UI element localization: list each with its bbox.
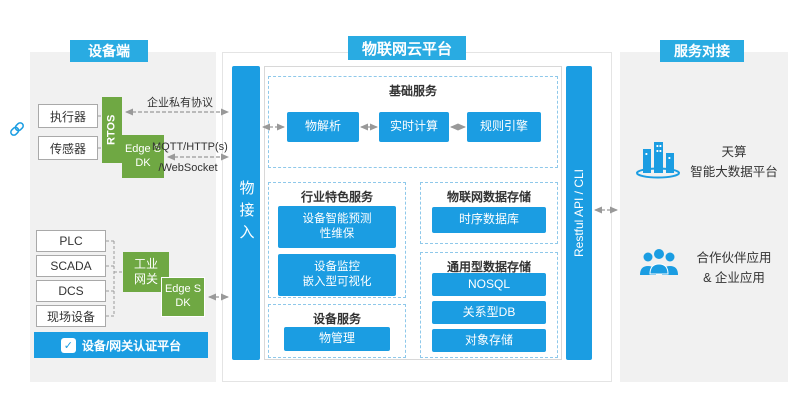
- dcs-label: DCS: [58, 284, 84, 298]
- sensor-box: 传感器: [38, 136, 98, 160]
- industrial-gateway-label: 工业网关: [133, 257, 158, 286]
- industry-services-title: 行业特色服务: [300, 190, 373, 204]
- partner-apps-label: 合作伙伴应用 & 企业应用: [696, 251, 772, 285]
- predictive-maintenance-box: 设备智能预测 性维保: [278, 206, 396, 248]
- object-storage-box: 对象存储: [432, 329, 546, 352]
- field-device-box: 现场设备: [36, 305, 106, 327]
- device-monitoring-label: 设备监控 嵌入型可视化: [302, 261, 372, 288]
- header-service-integration-label: 服务对接: [674, 43, 730, 59]
- scada-label: SCADA: [50, 259, 92, 273]
- thing-parsing-label: 物解析: [304, 119, 341, 134]
- realtime-computing-box: 实时计算: [379, 112, 449, 142]
- websocket-label: /WebSocket: [158, 162, 218, 174]
- edge-sdk-bottom-box: Edge SDK: [161, 277, 205, 317]
- realtime-computing-label: 实时计算: [389, 119, 438, 134]
- restful-api-label: Restful API / CLI: [572, 168, 587, 258]
- object-storage-label: 对象存储: [464, 332, 513, 347]
- sensor-label: 传感器: [49, 141, 86, 156]
- rtos-label: RTOS: [105, 114, 118, 146]
- plc-label: PLC: [59, 234, 83, 248]
- edge-sdk-bottom-label: Edge SDK: [164, 283, 202, 309]
- thing-parsing-box: 物解析: [287, 112, 359, 142]
- service-panel: [620, 52, 788, 382]
- header-device-side-label: 设备端: [88, 43, 130, 59]
- rules-engine-box: 规则引擎: [467, 112, 541, 142]
- scada-box: SCADA: [36, 255, 106, 277]
- bigdata-platform-label: 天算 智能大数据平台: [690, 145, 778, 179]
- rules-engine-label: 规则引擎: [479, 119, 528, 134]
- thing-management-label: 物管理: [318, 331, 355, 346]
- iot-storage-title: 物联网数据存储: [446, 190, 531, 204]
- check-badge-icon: ✓: [60, 337, 76, 353]
- header-iot-platform: 物联网云平台: [348, 36, 466, 60]
- thing-management-box: 物管理: [284, 327, 390, 351]
- edge-sdk-top-box: Edge SDK: [122, 135, 164, 178]
- actuator-box: 执行器: [38, 104, 98, 128]
- predictive-maintenance-label: 设备智能预测 性维保: [302, 213, 372, 240]
- relational-db-box: 关系型DB: [432, 301, 546, 324]
- private-protocol-label: 企业私有协议: [147, 97, 213, 109]
- header-service-integration: 服务对接: [660, 40, 744, 62]
- general-storage-title: 通用型数据存储: [446, 260, 531, 274]
- rtos-box: RTOS: [102, 97, 122, 163]
- nosql-label: NOSQL: [467, 276, 510, 291]
- mqtt-label: MQTT/HTTP(s): [152, 141, 228, 153]
- timeseries-db-box: 时序数据库: [432, 207, 546, 233]
- thing-access-bar: 物接入: [232, 66, 260, 360]
- timeseries-db-label: 时序数据库: [458, 212, 519, 227]
- actuator-label: 执行器: [49, 109, 86, 124]
- auth-platform-label: 设备/网关认证平台: [81, 338, 182, 353]
- device-monitoring-box: 设备监控 嵌入型可视化: [278, 254, 396, 296]
- thing-access-label: 物接入: [237, 180, 255, 246]
- auth-platform-bar: ✓ 设备/网关认证平台: [34, 332, 208, 358]
- restful-api-bar: Restful API / CLI: [566, 66, 592, 360]
- device-services-title: 设备服务: [312, 312, 361, 326]
- header-device-side: 设备端: [70, 40, 148, 62]
- field-device-label: 现场设备: [46, 309, 95, 324]
- nosql-box: NOSQL: [432, 273, 546, 296]
- partner-people-icon: [636, 244, 682, 284]
- bigdata-buildings-icon: [634, 136, 682, 180]
- relational-db-label: 关系型DB: [462, 304, 516, 319]
- header-iot-platform-label: 物联网云平台: [361, 40, 452, 58]
- basic-services-title: 基础服务: [388, 84, 437, 98]
- link-icon: [8, 120, 26, 138]
- dcs-box: DCS: [36, 280, 106, 302]
- plc-box: PLC: [36, 230, 106, 252]
- edge-sdk-top-label: Edge SDK: [124, 142, 162, 169]
